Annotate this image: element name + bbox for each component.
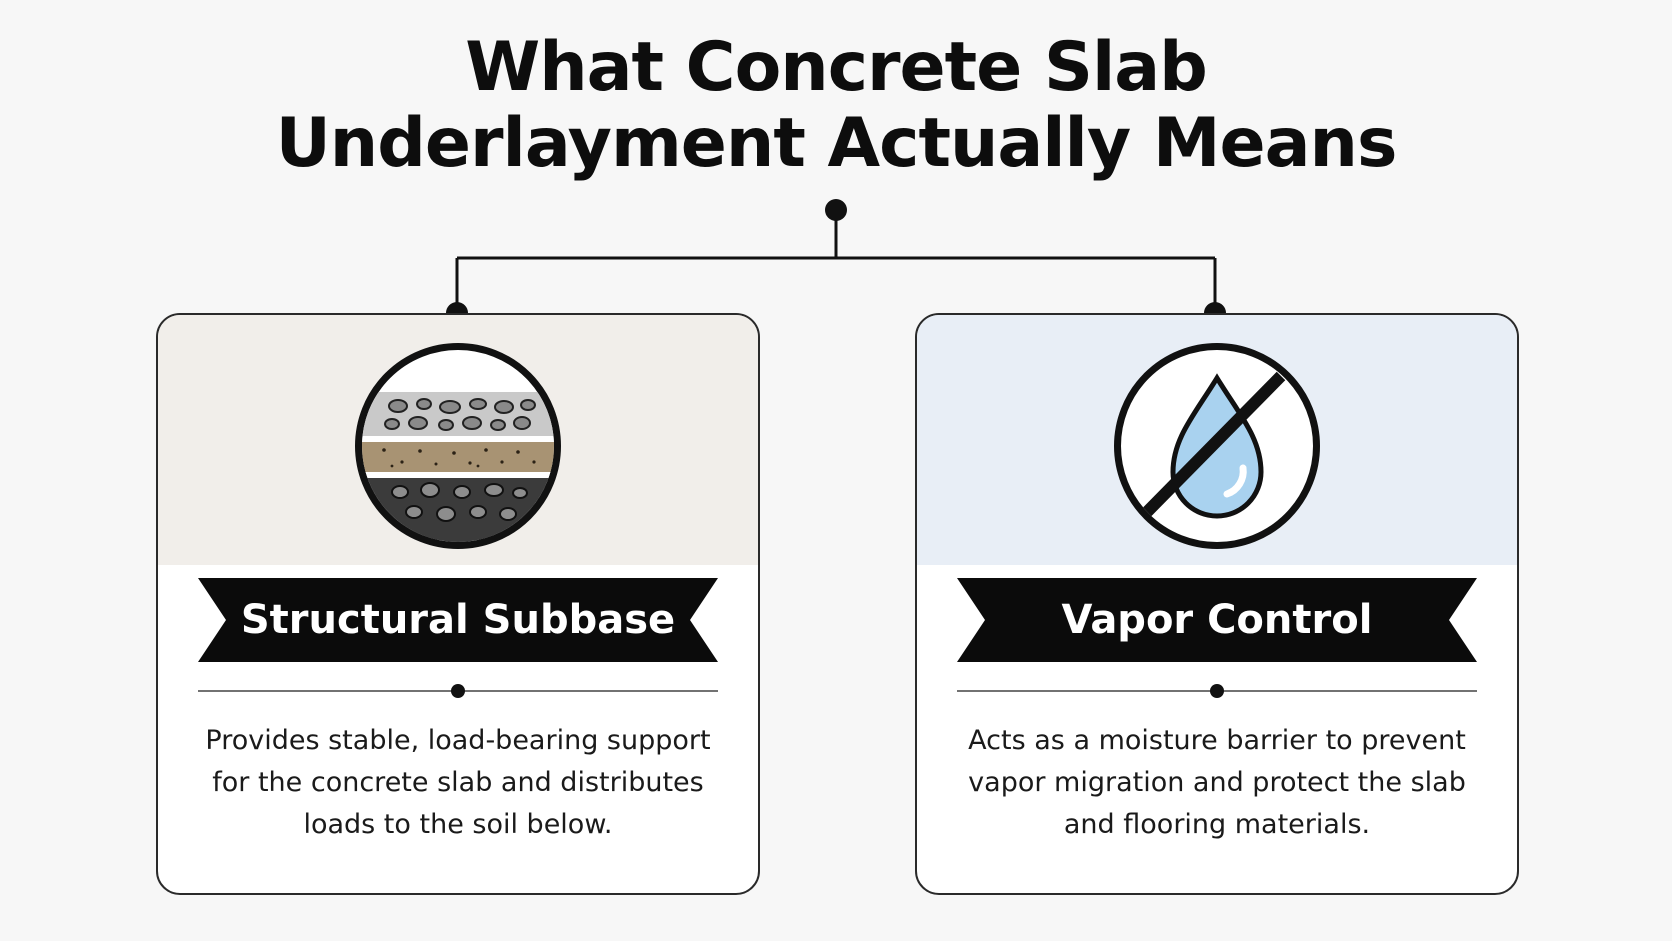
card-heading: Vapor Control: [1061, 597, 1373, 643]
card-heading: Structural Subbase: [240, 597, 676, 643]
heading-banner: Vapor Control: [957, 578, 1477, 662]
description-line: loads to the soil below.: [303, 809, 613, 840]
heading-banner: Structural Subbase: [198, 578, 718, 662]
description-line: and flooring materials.: [1063, 809, 1371, 840]
description-line: Provides stable, load-bearing support: [205, 725, 711, 756]
divider: [957, 684, 1477, 698]
soil-layers-icon: [355, 343, 561, 549]
no-moisture-icon: [1114, 343, 1320, 549]
description-line: for the concrete slab and distributes: [212, 767, 704, 798]
title-line-2: Underlayment Actually Means: [275, 104, 1398, 183]
slash-line: [1142, 371, 1286, 517]
divider: [198, 684, 718, 698]
card-vapor-control: Vapor Control Acts as a moisture barrier…: [915, 313, 1519, 895]
card-description: Provides stable, load-bearing support fo…: [188, 720, 728, 846]
card-description: Acts as a moisture barrier to prevent va…: [947, 720, 1487, 846]
description-line: Acts as a moisture barrier to prevent: [968, 725, 1466, 756]
title-line-1: What Concrete Slab: [465, 28, 1208, 107]
description-line: vapor migration and protect the slab: [968, 767, 1466, 798]
card-structural-subbase: Structural Subbase Provides stable, load…: [156, 313, 760, 895]
diagram-title: What Concrete Slab Underlayment Actually…: [0, 30, 1672, 182]
